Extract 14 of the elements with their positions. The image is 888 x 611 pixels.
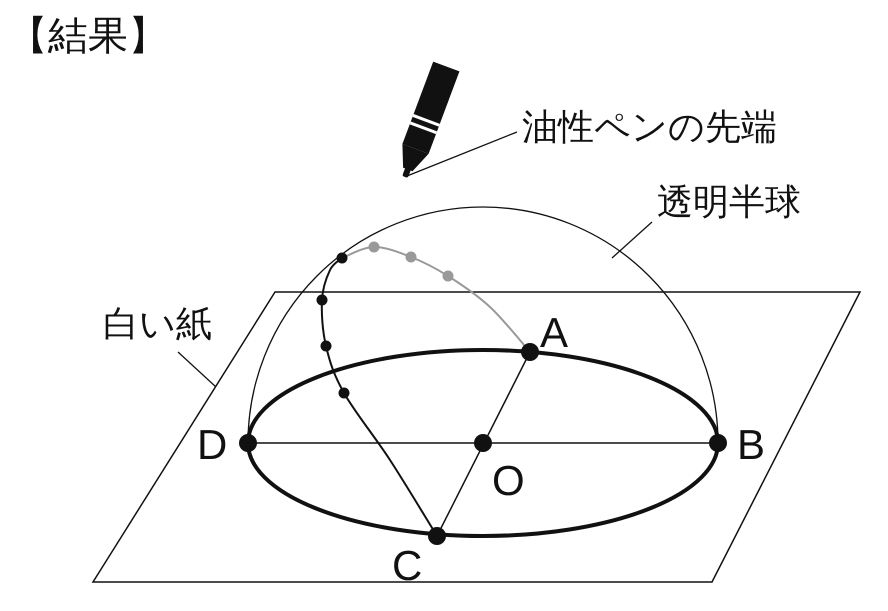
heading: 【結果】 <box>8 14 168 58</box>
leader-line <box>406 131 518 177</box>
marker-pen-drawing <box>402 62 460 178</box>
point-label: O <box>492 460 525 502</box>
leader-line <box>612 222 652 258</box>
point-label: C <box>392 545 422 587</box>
leader-line <box>178 352 216 388</box>
callout-label: 白い紙 <box>103 305 212 345</box>
point-label: B <box>737 424 766 466</box>
point-label: A <box>540 312 568 354</box>
callout-label: 油性ペンの先端 <box>522 108 777 148</box>
callout-label: 透明半球 <box>657 183 801 223</box>
point-label: D <box>197 424 228 466</box>
paper-sheet <box>92 291 862 583</box>
